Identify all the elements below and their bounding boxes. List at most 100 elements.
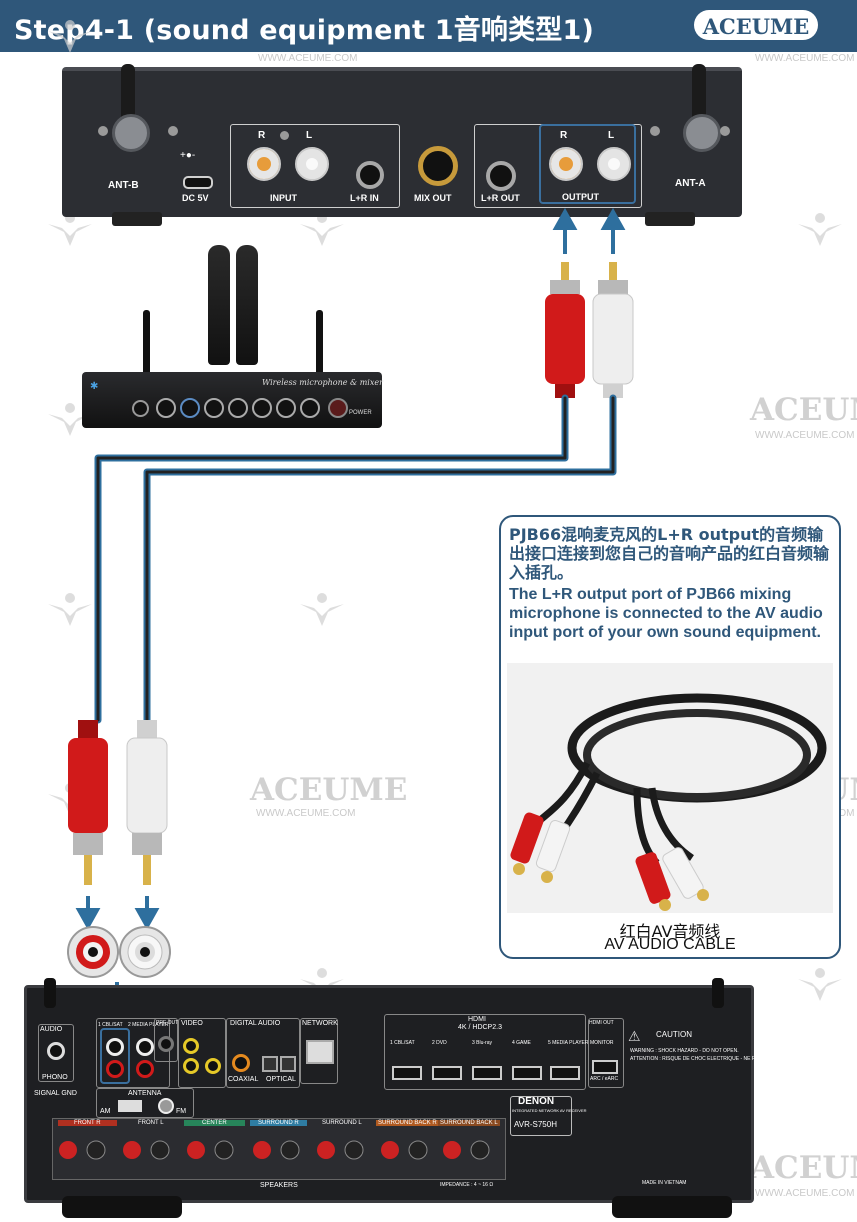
- hdmi-port[interactable]: [472, 1066, 502, 1080]
- speaker-group-surround-back-r: SURROUND BACK R: [376, 1120, 439, 1126]
- output-r-jack[interactable]: [549, 147, 583, 181]
- optical-port[interactable]: [280, 1056, 296, 1072]
- watermark-text: ACEUME: [750, 392, 857, 428]
- hdmi-port[interactable]: [512, 1066, 542, 1080]
- phono-jack[interactable]: [47, 1042, 65, 1060]
- mixer-knob[interactable]: [180, 398, 200, 418]
- av-cable-icon: [510, 693, 827, 911]
- input-port-group: [230, 124, 400, 208]
- mixer-knob[interactable]: [300, 398, 320, 418]
- warning-icon: ⚠: [628, 1028, 641, 1044]
- cbl-sat-r-jack[interactable]: [106, 1060, 124, 1078]
- hdmi-port[interactable]: [550, 1066, 580, 1080]
- antenna-group: [96, 1088, 194, 1118]
- output-r-label: R: [560, 130, 568, 141]
- antenna-b-connector: [112, 114, 150, 152]
- header-bar: Step4-1 (sound equipment 1音响类型1) ACEUME: [0, 0, 857, 52]
- watermark-url: WWW.ACEUME.COM: [755, 53, 855, 64]
- mixer-receiver-back-panel: [62, 67, 742, 217]
- output-l-jack[interactable]: [597, 147, 631, 181]
- mixer-knob[interactable]: [132, 400, 149, 417]
- antenna-a-connector: [683, 114, 721, 152]
- hdmi-port[interactable]: [432, 1066, 462, 1080]
- subwoofer-jack[interactable]: [158, 1036, 174, 1052]
- video-in-group: [178, 1018, 226, 1088]
- lr-out-label: L+R OUT: [481, 193, 520, 203]
- hdmi-out-group: [588, 1018, 624, 1088]
- ethernet-port[interactable]: [306, 1040, 334, 1064]
- output-label: OUTPUT: [562, 192, 599, 202]
- mix-out-label: MIX OUT: [414, 193, 452, 203]
- pre-out-group: [154, 1018, 178, 1062]
- audio-inputs-group: [96, 1018, 170, 1088]
- mixer-knob[interactable]: [252, 398, 272, 418]
- media-player-label: 2 MEDIA PLAYER: [128, 1022, 169, 1028]
- receiver-foot: [612, 1196, 732, 1218]
- screw-icon: [280, 131, 289, 140]
- mixer-panel-text: Wireless microphone & mixer: [262, 378, 383, 387]
- coaxial-jack[interactable]: [232, 1054, 250, 1072]
- mixer-antenna-icon: [316, 310, 323, 378]
- usb-c-port[interactable]: [183, 176, 213, 189]
- speaker-group-surround-r: SURROUND R: [250, 1120, 307, 1126]
- signal-gnd-label: SIGNAL GND: [34, 1090, 77, 1097]
- fm-jack[interactable]: [158, 1098, 174, 1114]
- optical-label: OPTICAL: [266, 1076, 296, 1083]
- instruction-note: PJB66混响麦克风的L+R output的音频输出接口连接到您自己的音响产品的…: [499, 515, 841, 959]
- audio-in-group: [38, 1024, 74, 1082]
- wifi-antenna-icon: [44, 978, 56, 1008]
- lr-out-jack[interactable]: [486, 161, 516, 191]
- rca-plug-red-top: [545, 262, 585, 398]
- wifi-antenna-icon: [712, 978, 724, 1008]
- speaker-group-front-r: FRONT R: [58, 1120, 117, 1126]
- mixer-knob[interactable]: [204, 398, 224, 418]
- input-l-jack[interactable]: [295, 147, 329, 181]
- mixer-power-button[interactable]: [328, 398, 348, 418]
- antenna-a-icon: [692, 64, 706, 128]
- am-label: AM: [100, 1108, 111, 1115]
- hdmi-out-port[interactable]: [592, 1060, 618, 1074]
- receiver-foot: [62, 1196, 182, 1218]
- watermark-text: ACEUME: [750, 1150, 857, 1186]
- monitor-video-jack[interactable]: [205, 1058, 221, 1074]
- lr-in-jack[interactable]: [356, 161, 384, 189]
- optical-port[interactable]: [262, 1056, 278, 1072]
- screw-icon: [98, 126, 108, 136]
- hdmi-port[interactable]: [392, 1066, 422, 1080]
- watermark-url: WWW.ACEUME.COM: [755, 430, 855, 441]
- am-terminal[interactable]: [118, 1100, 142, 1112]
- cbl-sat-l-jack[interactable]: [106, 1038, 124, 1056]
- output-l-label: L: [608, 130, 615, 141]
- watermark-text: ACEUME: [250, 772, 408, 808]
- hdmi-group: [384, 1014, 586, 1090]
- fm-label: FM: [176, 1108, 187, 1115]
- audio-in-label: AUDIO: [40, 1026, 63, 1033]
- media-player-l-jack[interactable]: [136, 1038, 154, 1056]
- page-title: Step4-1 (sound equipment 1音响类型1): [14, 15, 595, 46]
- warning-text: WARNING : SHOCK HAZARD - DO NOT OPEN.: [630, 1048, 739, 1054]
- receiver-foot: [645, 212, 695, 226]
- mix-out-jack[interactable]: [418, 146, 458, 186]
- mixer-power-label: POWER: [349, 410, 372, 416]
- video-jack[interactable]: [183, 1038, 199, 1054]
- digital-audio-label: DIGITAL AUDIO: [230, 1020, 281, 1027]
- input-r-jack[interactable]: [247, 147, 281, 181]
- arrow-down-icon: [75, 896, 160, 931]
- mixer-knob[interactable]: [228, 398, 248, 418]
- hdmi-spec-label: 4K / HDCP2.3: [458, 1024, 502, 1031]
- antenna-label: ANTENNA: [128, 1090, 162, 1097]
- lr-in-label: L+R IN: [350, 193, 379, 203]
- speaker-group-front-l: FRONT L: [138, 1120, 164, 1126]
- mixer-knob[interactable]: [156, 398, 176, 418]
- model-label: AVR-S750H: [514, 1120, 557, 1129]
- video-jack[interactable]: [183, 1058, 199, 1074]
- mixer-knob[interactable]: [276, 398, 296, 418]
- hdmi-port-1-label: 1 CBL/SAT: [390, 1040, 415, 1046]
- watermark-url: WWW.ACEUME.COM: [258, 53, 358, 64]
- hdmi-port-4-label: 4 GAME: [512, 1040, 531, 1046]
- media-player-r-jack[interactable]: [136, 1060, 154, 1078]
- impedance-label: IMPEDANCE : 4 ~ 16 Ω: [440, 1182, 494, 1188]
- microphone-icon: [208, 245, 230, 365]
